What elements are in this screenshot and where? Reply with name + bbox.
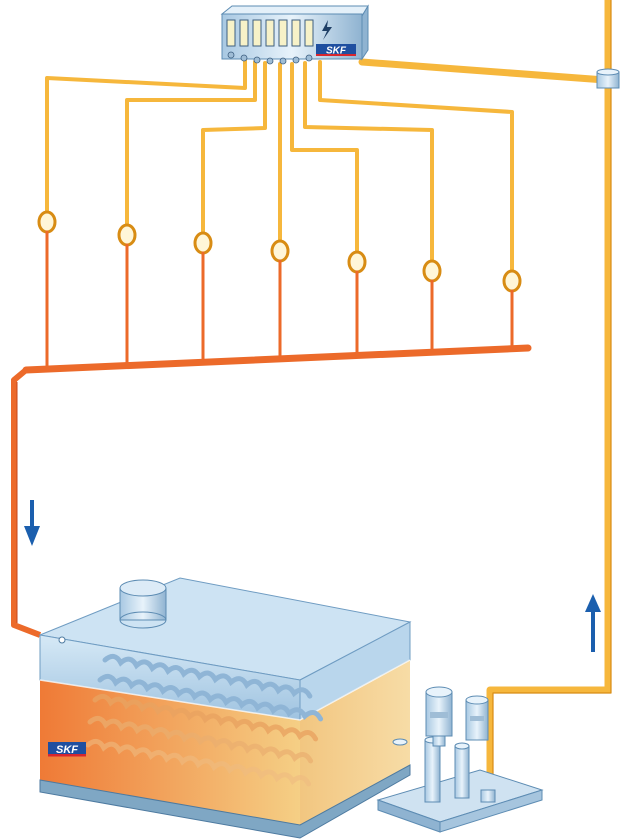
branch-line-5 [290,62,359,254]
flow-indicator-icon [502,269,522,293]
flow-indicator-icon [347,250,367,274]
distributor-skf-logo: SKF [316,44,356,57]
supply-feed-line [358,58,609,84]
distributor-outlets [227,51,313,65]
pump-outlet-fitting [480,789,496,803]
oil-tank: SKF [38,577,412,839]
distributor-unit: SKF [220,4,369,65]
tank-front-oil [40,680,300,825]
return-downpipe [11,367,42,638]
electric-bolt-icon [322,20,332,40]
tank-return-inlet [58,636,66,644]
distributor-brand-text: SKF [326,46,347,57]
branch-line-2 [125,60,257,230]
flow-indicators [37,210,522,293]
flow-indicator-icon [422,259,442,283]
riser-tee-fitting [596,68,620,89]
flow-indicator-icon [193,231,213,255]
filter-housing [465,695,489,741]
tank-filler-cap [119,579,167,629]
branch-line-7 [318,60,514,272]
tank-skf-logo: SKF [48,742,86,757]
branch-line-3 [201,61,267,238]
flow-indicator-icon [270,239,290,263]
flow-indicator-icon [37,210,57,234]
flow-indicator-icon [117,223,137,247]
supply-lines [45,0,612,804]
branch-line-1 [45,58,247,214]
flow-arrow-up-icon [585,594,601,652]
distributor-modules [226,19,314,47]
tank-base [39,764,411,839]
tank-side-oil [300,660,410,825]
pump-cylinder [454,742,470,799]
pump-unit [376,686,544,833]
tank-cooling-baffles [85,653,324,787]
filter-housing [425,686,453,747]
tank-brand-text: SKF [56,744,78,756]
return-header [22,344,532,374]
supply-riser [486,0,612,804]
supply-riser-edge [492,0,612,801]
return-lines [45,230,514,370]
pump-cylinder [424,736,441,803]
flow-arrow-down-icon [24,500,40,546]
branch-line-6 [303,61,434,264]
